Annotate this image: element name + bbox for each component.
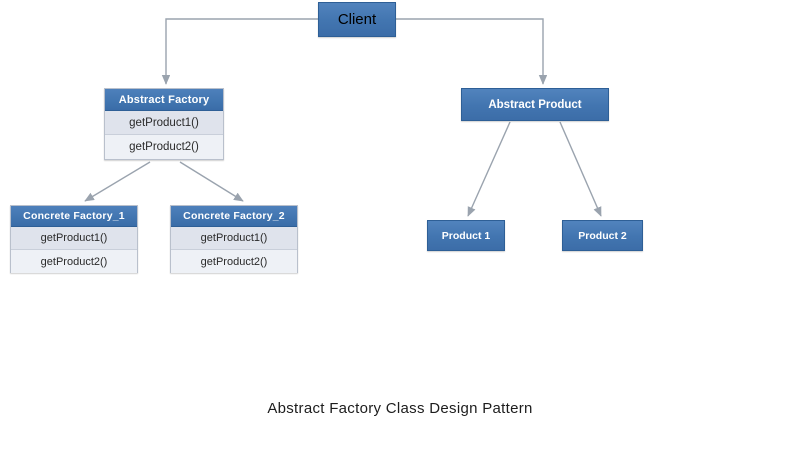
node-abstract-product[interactable]: Abstract Product bbox=[461, 88, 609, 121]
node-product-1[interactable]: Product 1 bbox=[427, 220, 505, 251]
node-concrete-factory-1-title: Concrete Factory_1 bbox=[11, 206, 137, 227]
node-concrete-factory-1-method-2: getProduct2() bbox=[11, 250, 137, 273]
connector-abstract-product-to-product-1 bbox=[467, 121, 511, 217]
node-client-title: Client bbox=[337, 11, 377, 28]
connector-abstract-factory-to-concrete-factory-2 bbox=[179, 161, 244, 202]
node-client[interactable]: Client bbox=[318, 2, 396, 37]
node-product-2[interactable]: Product 2 bbox=[562, 220, 643, 251]
node-concrete-factory-2-title: Concrete Factory_2 bbox=[171, 206, 297, 227]
diagram-caption: Abstract Factory Class Design Pattern bbox=[267, 400, 533, 417]
node-abstract-factory-method-2: getProduct2() bbox=[105, 135, 223, 159]
node-product-1-title: Product 1 bbox=[441, 229, 491, 242]
node-concrete-factory-2[interactable]: Concrete Factory_2 getProduct1() getProd… bbox=[170, 205, 298, 273]
node-abstract-factory[interactable]: Abstract Factory getProduct1() getProduc… bbox=[104, 88, 224, 160]
node-abstract-factory-method-1: getProduct1() bbox=[105, 111, 223, 135]
node-concrete-factory-1[interactable]: Concrete Factory_1 getProduct1() getProd… bbox=[10, 205, 138, 273]
node-product-2-title: Product 2 bbox=[578, 229, 627, 242]
node-abstract-factory-title: Abstract Factory bbox=[105, 89, 223, 111]
node-concrete-factory-1-method-1: getProduct1() bbox=[11, 227, 137, 250]
connector-abstract-factory-to-concrete-factory-1 bbox=[84, 161, 151, 202]
connector-client-to-abstract-factory bbox=[161, 18, 318, 85]
connector-abstract-product-to-product-2 bbox=[559, 121, 602, 217]
node-concrete-factory-2-method-2: getProduct2() bbox=[171, 250, 297, 273]
connector-client-to-abstract-product bbox=[396, 18, 548, 85]
node-concrete-factory-2-method-1: getProduct1() bbox=[171, 227, 297, 250]
node-abstract-product-title: Abstract Product bbox=[488, 98, 582, 111]
